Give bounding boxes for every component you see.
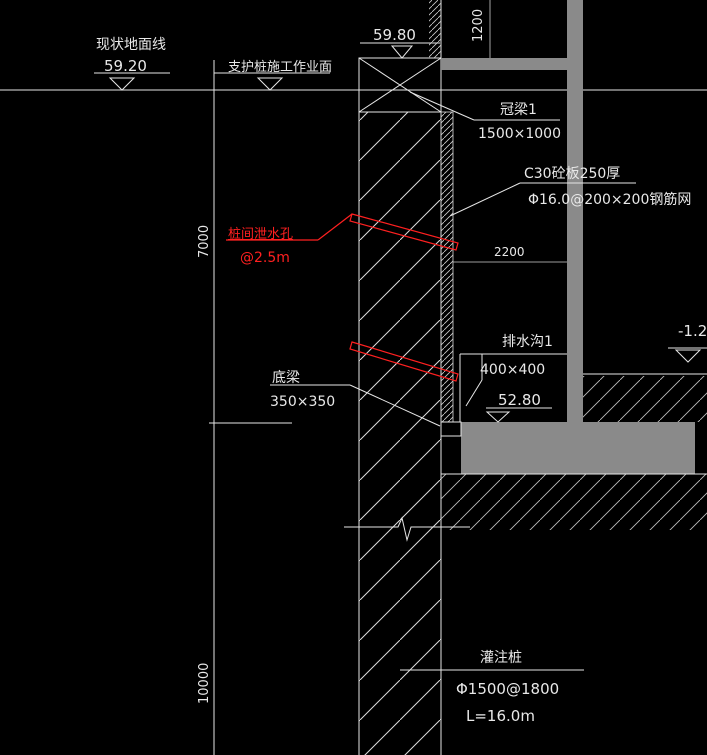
slab-rebar: Φ16.0@200×200钢筋网 (528, 191, 691, 208)
drain-hole-lower (349, 341, 459, 382)
top-hatch (429, 0, 441, 58)
lower-vertical-dim-label: 10000 (197, 663, 212, 704)
bottom-elev-label: 52.80 (498, 391, 541, 409)
basement-structure (440, 0, 695, 474)
drain-hole-leader (226, 213, 353, 241)
right-elev-label: -1.2 (678, 322, 707, 340)
ditch-leader (465, 354, 483, 407)
left-dimension (209, 60, 292, 755)
top-elev-label: 59.80 (373, 26, 416, 44)
crown-beam-size: 1500×1000 (478, 126, 561, 142)
upper-vertical-dim-label: 7000 (197, 225, 212, 258)
crown-beam-leader (409, 91, 560, 121)
break-line (344, 516, 470, 542)
slab-spec: C30砼板250厚 (524, 166, 620, 182)
drainage-ditch-size: 400×400 (480, 362, 545, 378)
soil-hatch-right (583, 376, 707, 422)
pile-work-surface-label: 支护桩施工作业面 (228, 60, 332, 75)
drain-hole-spacing: @2.5m (240, 250, 290, 266)
top-elev-marker (360, 42, 440, 59)
pile-length: L=16.0m (466, 707, 535, 725)
crown-beam (358, 57, 442, 113)
soil-hatch-bottom (441, 474, 707, 530)
bottom-beam-name: 底梁 (272, 370, 300, 386)
bottom-beam-leader (270, 384, 441, 427)
slab-leader (449, 182, 636, 217)
drain-hole-upper (349, 213, 459, 251)
bottom-elev-marker (485, 407, 552, 423)
pile-name: 灌注桩 (480, 649, 522, 666)
existing-ground-line-label: 现状地面线 (96, 37, 166, 53)
work-surface-marker (214, 72, 330, 91)
right-elev-marker (674, 349, 702, 363)
pile-hatch (359, 112, 441, 755)
top-vertical-dim-label: 1200 (471, 9, 486, 42)
existing-ground-marker (94, 72, 170, 91)
existing-ground-elev: 59.20 (104, 57, 147, 75)
concrete-slab (440, 111, 454, 423)
pile-spec: Φ1500@1800 (456, 680, 559, 698)
horizontal-dim-label: 2200 (494, 245, 525, 259)
drain-hole-name: 桩间泄水孔 (228, 227, 293, 242)
crown-beam-name: 冠梁1 (500, 102, 537, 118)
drainage-ditch-name: 排水沟1 (502, 334, 553, 350)
bottom-beam-size: 350×350 (270, 394, 335, 410)
